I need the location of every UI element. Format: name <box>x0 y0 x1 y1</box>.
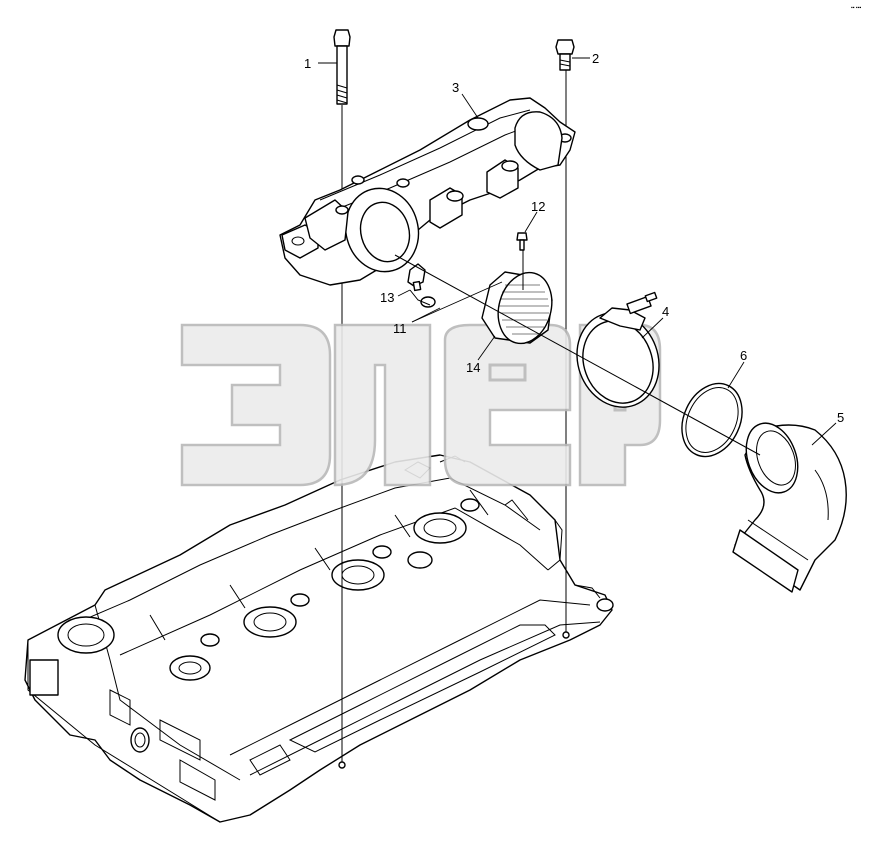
bolt-hole-2 <box>562 631 570 639</box>
small-oring-11 <box>420 296 436 308</box>
cylinder-head <box>24 454 614 823</box>
callout-1: 1 <box>304 56 311 71</box>
bolt-part-1 <box>333 29 351 105</box>
callout-11: 11 <box>393 321 407 336</box>
bolt-part-2 <box>555 39 575 71</box>
assembly-axis <box>394 254 761 456</box>
intake-manifold <box>279 97 576 286</box>
callout-3: 3 <box>452 80 459 95</box>
callout-6: 6 <box>740 348 747 363</box>
oring-6 <box>681 382 743 458</box>
sensor-13 <box>407 263 426 292</box>
corner-mark: ▪▪ ▪▪▪ <box>851 5 861 11</box>
small-bolt-12 <box>516 232 528 251</box>
mesh-filter-14 <box>481 271 553 345</box>
hose-clamp-4 <box>576 291 660 408</box>
callout-13: 13 <box>380 290 394 305</box>
axis-sensor <box>409 289 431 306</box>
bolt-hole-1 <box>338 761 346 769</box>
callout-5: 5 <box>837 410 844 425</box>
callout-2: 2 <box>592 51 599 66</box>
callout-12: 12 <box>531 199 545 214</box>
elbow-hose-5 <box>732 422 847 593</box>
callout-14: 14 <box>466 360 480 375</box>
callout-4: 4 <box>662 304 669 319</box>
